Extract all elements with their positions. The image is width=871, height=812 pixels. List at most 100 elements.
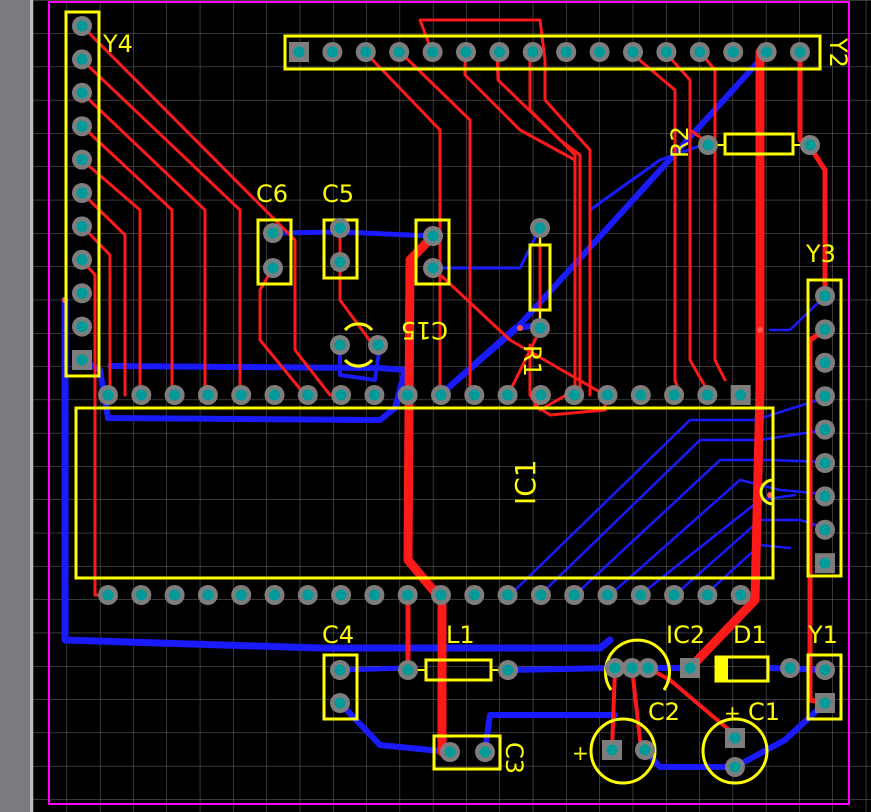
trace-r-y2-g	[663, 50, 712, 397]
ic1-pad-hole	[502, 389, 514, 401]
c-outline-mid	[414, 218, 451, 286]
cap-pad-hole	[427, 230, 439, 242]
ic1-pad-hole	[435, 589, 447, 601]
trace-b-ic1-y3-1	[508, 396, 827, 597]
d1-pad-hole	[684, 662, 696, 674]
trace-r-y4-2	[80, 58, 242, 397]
ic1-pad-hole	[735, 589, 747, 601]
r1-pad-hole	[534, 222, 546, 234]
y3-pad-hole	[819, 524, 831, 536]
c3-outline	[432, 734, 502, 771]
c15-pad-hole	[334, 339, 346, 351]
y2-pad-hole	[627, 46, 639, 58]
ic2-pad-hole	[609, 662, 621, 674]
y1-outline	[806, 653, 843, 721]
r1-pad-hole	[534, 322, 546, 334]
trace-r-y4-7	[80, 224, 112, 397]
ic1-pad-hole	[568, 389, 580, 401]
trace-b-ic1-y3-3	[573, 458, 827, 597]
y2-outline	[283, 34, 822, 71]
y3-pad-hole	[819, 357, 831, 369]
d1-pad-hole	[784, 662, 796, 674]
trace-b-r2	[588, 141, 710, 212]
trace-r-y4-5	[80, 158, 142, 397]
trace-r-ic2-c2	[610, 666, 617, 752]
y2-pad-hole	[527, 46, 539, 58]
ic1-pad-hole	[302, 589, 314, 601]
c2-label: C2	[648, 698, 680, 726]
y1-pad-hole	[819, 664, 831, 676]
y2-pad-hole	[761, 46, 773, 58]
y1-label: Y1	[807, 621, 838, 649]
c15-pad-hole	[372, 339, 384, 351]
y2-pad-hole	[560, 46, 572, 58]
ic2-pad-hole	[626, 662, 638, 674]
c15-arc-top	[343, 322, 374, 332]
c3-pad-hole	[444, 746, 456, 758]
c2-outline	[589, 717, 657, 785]
y2-pad-hole	[660, 46, 672, 58]
trace-b-y4-left	[79, 357, 408, 423]
ic1-pad-hole	[701, 589, 713, 601]
y2-pad-hole	[493, 46, 505, 58]
c2-pad-hole	[639, 744, 651, 756]
trace-b-c15	[338, 343, 382, 382]
y2-pad-hole	[293, 46, 305, 58]
via	[517, 325, 523, 331]
y4-pad-hole	[76, 87, 88, 99]
via	[757, 327, 763, 333]
pads-layer	[72, 16, 835, 777]
y2-pad-hole	[594, 46, 606, 58]
ic1-pad-hole	[135, 389, 147, 401]
trace-r-power-main	[403, 231, 447, 757]
l1-pad-hole	[502, 664, 514, 676]
ic1-label: IC1	[509, 459, 542, 505]
y2-label: Y2	[824, 37, 852, 68]
c5-pad-hole	[334, 222, 346, 234]
ic2-label: IC2	[666, 621, 705, 649]
y4-pad-hole	[76, 154, 88, 166]
c5-pad-hole	[334, 256, 346, 268]
ic1-pad-hole	[668, 589, 680, 601]
ic1-pad-hole	[202, 589, 214, 601]
ic1-pad-hole	[635, 589, 647, 601]
trace-b-ic1-y3-2	[538, 428, 827, 597]
y4-pad-hole	[76, 220, 88, 232]
ic1-pad-hole	[635, 389, 647, 401]
trace-b-l1-right	[505, 665, 693, 673]
y3-pad-hole	[819, 424, 831, 436]
y2-pad-hole	[393, 46, 405, 58]
trace-r-y2-right	[685, 47, 765, 673]
ic1-pad-hole	[235, 589, 247, 601]
trace-b-c4-c3	[337, 700, 453, 755]
l1-pad-hole	[402, 664, 414, 676]
c1-outline	[701, 717, 769, 785]
y3-outline	[806, 278, 843, 578]
board-outline	[48, 1, 850, 805]
d1-cathode-band	[716, 657, 728, 681]
y4-pad-hole	[76, 321, 88, 333]
y3-label: Y3	[805, 240, 836, 268]
ic1-pad-hole	[668, 389, 680, 401]
trace-r-y4-6	[80, 191, 127, 397]
trace-b-c3-right	[482, 712, 618, 753]
ic1-pad-hole	[368, 589, 380, 601]
ic1-pad-hole	[102, 389, 114, 401]
ic1-pad-hole	[335, 589, 347, 601]
c1-plus-mark: +	[724, 701, 741, 725]
cap-pad-hole	[427, 262, 439, 274]
y2-pad-hole	[427, 46, 439, 58]
left-panel-edge	[30, 0, 33, 812]
top-copper-layer	[80, 18, 828, 757]
ic1-pad-hole	[568, 589, 580, 601]
c3-pad-hole	[479, 746, 491, 758]
ic1-pad-hole	[468, 589, 480, 601]
y3-pad-hole	[819, 457, 831, 469]
y2-pad-hole	[326, 46, 338, 58]
r2-pad-hole	[702, 139, 714, 151]
y2-pad-hole	[727, 46, 739, 58]
trace-r-y2-a	[363, 50, 442, 397]
c2-plus-mark: +	[572, 741, 589, 765]
